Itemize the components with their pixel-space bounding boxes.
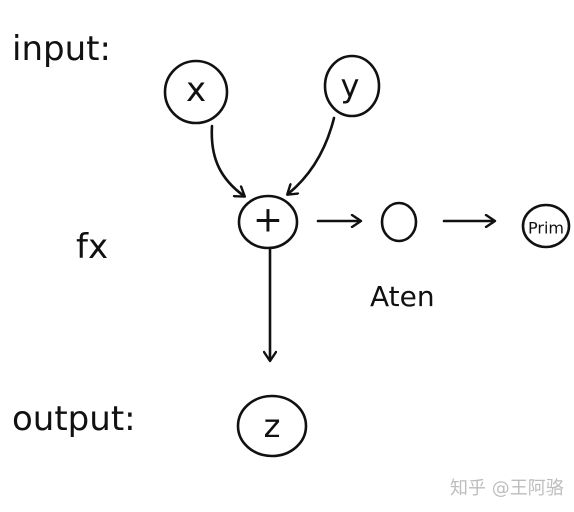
node-y-circle <box>323 54 381 118</box>
node-aten <box>380 201 418 243</box>
node-plus-circle <box>237 194 299 250</box>
watermark-text: 知乎 @王阿骆 <box>450 478 564 499</box>
node-aten-circle <box>380 201 418 243</box>
node-plus-text: + <box>253 200 283 241</box>
input-label: input: <box>12 29 111 69</box>
node-x-text: x <box>186 70 206 110</box>
node-y-text: y <box>341 67 360 105</box>
node-y: y <box>323 54 381 118</box>
node-z-text: z <box>264 407 281 445</box>
aten-label: Aten <box>370 280 435 313</box>
node-x: x <box>163 59 229 125</box>
node-prim-text: Prim <box>528 219 564 238</box>
node-prim-circle <box>521 203 571 249</box>
node-prim: Prim <box>521 203 571 249</box>
arrow-x-to-plus <box>210 124 244 196</box>
node-plus: + <box>237 194 299 250</box>
node-z: z <box>236 394 308 458</box>
arrow-y-to-plus <box>288 116 336 194</box>
node-x-circle <box>163 59 229 125</box>
node-z-circle <box>236 394 308 458</box>
fx-label: fx <box>76 227 108 267</box>
output-label: output: <box>12 399 136 439</box>
